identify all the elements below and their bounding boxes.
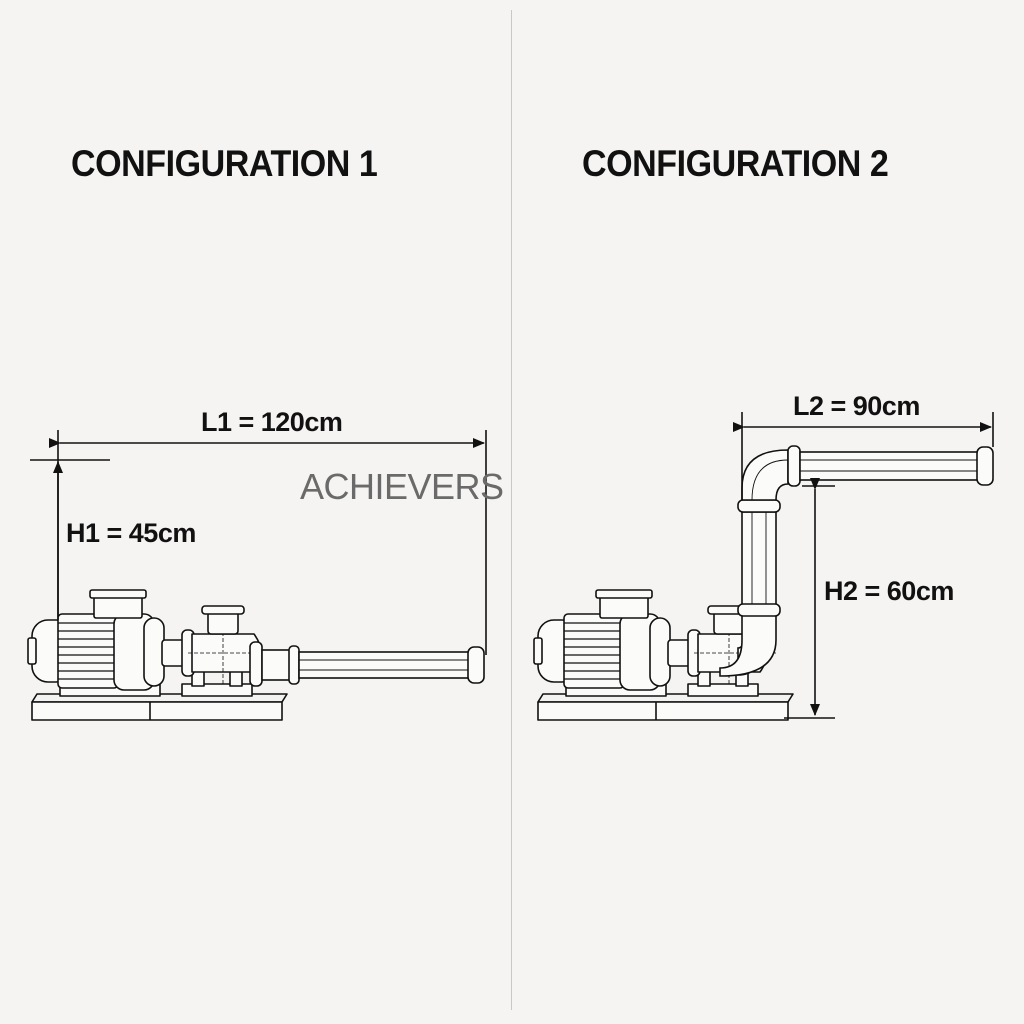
config-1-dimensions	[30, 430, 487, 655]
height-label-2: H2 = 60cm	[824, 576, 954, 606]
panel-divider	[511, 10, 512, 1010]
config-1-title: CONFIGURATION 1	[71, 143, 378, 184]
height-label-1: H1 = 45cm	[66, 518, 196, 548]
config-2-dimensions	[733, 412, 994, 719]
length-label-2: L2 = 90cm	[793, 391, 920, 421]
config-2-title: CONFIGURATION 2	[582, 143, 889, 184]
watermark-text: ACHIEVERS	[300, 466, 504, 507]
config-1-pump-assembly	[27, 589, 485, 721]
length-label-1: L1 = 120cm	[201, 407, 343, 437]
config-2-pump-assembly	[533, 445, 994, 721]
